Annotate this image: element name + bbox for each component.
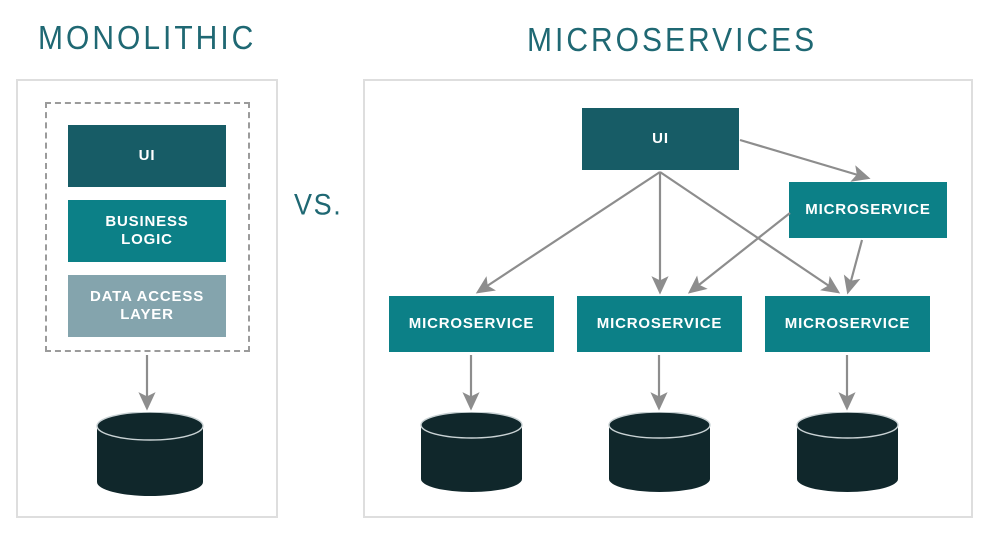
microservice-box-bottom-right[interactable]: MICROSERVICE bbox=[765, 296, 930, 352]
monolith-database-cylinder bbox=[96, 412, 204, 496]
monolith-boundary-dashed bbox=[45, 102, 250, 352]
microservice-label: MICROSERVICE bbox=[805, 201, 931, 219]
microservice-database-cylinder-1 bbox=[420, 412, 523, 492]
business-logic-label-line1: BUSINESS bbox=[105, 213, 189, 231]
monolith-ui-box[interactable]: UI bbox=[68, 125, 226, 187]
microservices-ui-label: UI bbox=[652, 130, 669, 148]
data-access-label-line2: LAYER bbox=[120, 306, 174, 323]
microservices-ui-box[interactable]: UI bbox=[582, 108, 739, 170]
microservice-label: MICROSERVICE bbox=[596, 315, 723, 333]
microservice-label: MICROSERVICE bbox=[408, 315, 535, 333]
versus-label: VS. bbox=[294, 188, 343, 221]
microservice-box-top-right[interactable]: MICROSERVICE bbox=[789, 182, 947, 238]
monolith-data-access-layer-box[interactable]: DATA ACCESS LAYER bbox=[68, 275, 226, 337]
monolith-ui-label: UI bbox=[138, 147, 156, 165]
microservice-database-cylinder-3 bbox=[796, 412, 899, 492]
monolithic-title: MONOLITHIC bbox=[38, 20, 257, 57]
microservice-database-cylinder-2 bbox=[608, 412, 711, 492]
microservices-title: MICROSERVICES bbox=[527, 22, 818, 59]
business-logic-label-line2: LOGIC bbox=[121, 231, 173, 248]
microservice-box-bottom-center[interactable]: MICROSERVICE bbox=[577, 296, 742, 352]
monolith-business-logic-box[interactable]: BUSINESS LOGIC bbox=[68, 200, 226, 262]
microservice-label: MICROSERVICE bbox=[784, 315, 911, 333]
microservice-box-bottom-left[interactable]: MICROSERVICE bbox=[389, 296, 554, 352]
data-access-label-line1: DATA ACCESS bbox=[89, 288, 205, 306]
